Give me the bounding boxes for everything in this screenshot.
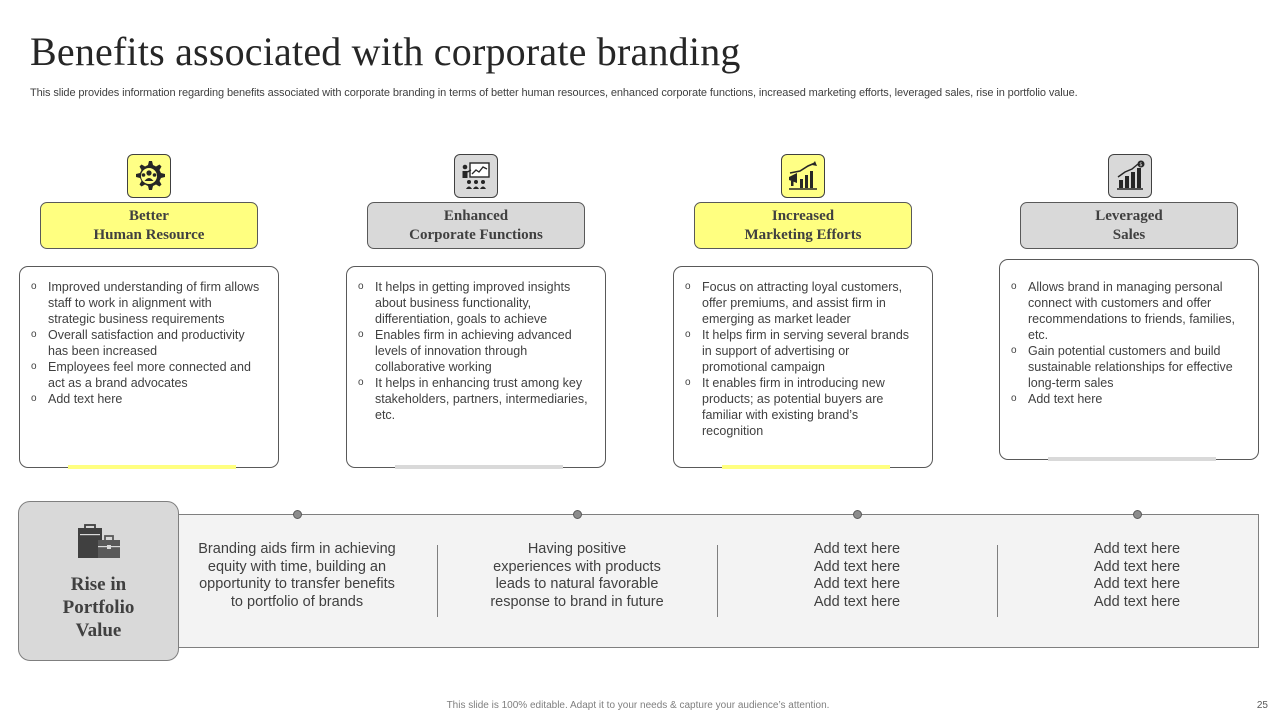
column-divider	[437, 545, 438, 617]
card-accent-bar	[395, 465, 563, 469]
team-gear-icon	[127, 154, 171, 198]
card-accent-bar	[68, 465, 236, 469]
portfolio-column-2: Having positive experiences with product…	[490, 541, 664, 610]
presentation-icon	[454, 154, 498, 198]
bullet-item: Overall satisfaction and productivity ha…	[30, 327, 262, 359]
megaphone-chart-icon	[781, 154, 825, 198]
timeline-dot	[293, 510, 302, 519]
timeline-dot	[853, 510, 862, 519]
briefcase-icon	[76, 524, 122, 567]
bullet-item: It helps firm in serving several brands …	[684, 327, 916, 375]
bullet-item: Add text here	[30, 391, 262, 407]
column-divider	[997, 545, 998, 617]
benefit-label-human-resource: Better Human Resource	[40, 202, 258, 249]
svg-text:$: $	[1139, 162, 1142, 168]
slide-subtitle: This slide provides information regardin…	[30, 87, 1078, 99]
bullet-item: Gain potential customers and build susta…	[1010, 343, 1242, 391]
bullet-item: Focus on attracting loyal customers, off…	[684, 279, 916, 327]
benefit-card-human-resource: Improved understanding of firm allows st…	[19, 266, 279, 469]
bullet-item: It helps in getting improved insights ab…	[357, 279, 589, 327]
portfolio-column-4: Add text here Add text here Add text her…	[1093, 541, 1181, 610]
benefit-card-corporate-functions: It helps in getting improved insights ab…	[346, 266, 606, 469]
bullet-item: Add text here	[1010, 391, 1242, 407]
slide-title: Benefits associated with corporate brand…	[30, 29, 741, 74]
bullet-item: Allows brand in managing personal connec…	[1010, 279, 1242, 343]
sales-growth-icon: $	[1108, 154, 1152, 198]
portfolio-value-label: Rise in Portfolio Value	[62, 574, 135, 641]
bullet-item: Employees feel more connected and act as…	[30, 359, 262, 391]
page-number: 25	[1256, 700, 1268, 711]
bullet-item: It helps in enhancing trust among key st…	[357, 375, 589, 423]
column-divider	[717, 545, 718, 617]
bullet-item: It enables firm in introducing new produ…	[684, 375, 916, 439]
portfolio-column-3: Add text here Add text here Add text her…	[813, 541, 901, 610]
portfolio-band	[160, 514, 1259, 648]
benefit-label-leveraged-sales: Leveraged Sales	[1020, 202, 1238, 249]
portfolio-value-box: Rise in Portfolio Value	[18, 501, 179, 661]
benefit-label-marketing-efforts: Increased Marketing Efforts	[694, 202, 912, 249]
bullet-item: Improved understanding of firm allows st…	[30, 279, 262, 327]
timeline-dot	[1133, 510, 1142, 519]
benefit-card-marketing-efforts: Focus on attracting loyal customers, off…	[673, 266, 933, 469]
bullet-item: Enables firm in achieving advanced level…	[357, 327, 589, 375]
slide-footer: This slide is 100% editable. Adapt it to…	[446, 700, 830, 711]
benefit-card-leveraged-sales: Allows brand in managing personal connec…	[999, 259, 1259, 461]
card-accent-bar	[1048, 457, 1216, 461]
timeline-dot	[573, 510, 582, 519]
benefit-label-corporate-functions: Enhanced Corporate Functions	[367, 202, 585, 249]
portfolio-column-1: Branding aids firm in achieving equity w…	[198, 541, 396, 610]
card-accent-bar	[722, 465, 890, 469]
